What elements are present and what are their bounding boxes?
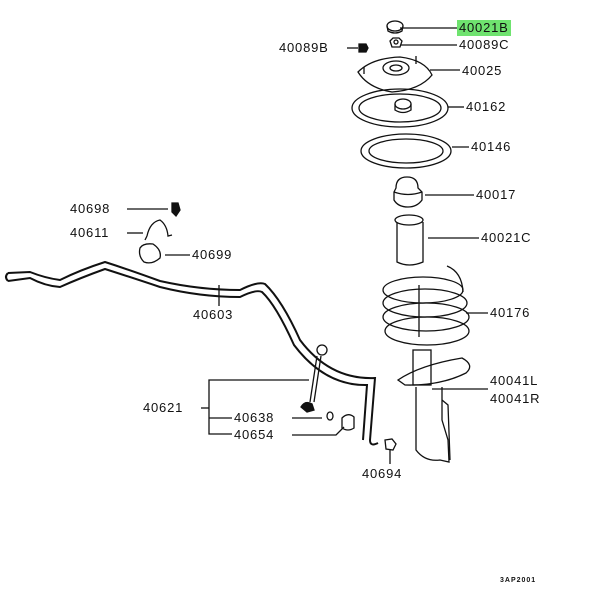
bushing-40654 (341, 414, 355, 431)
part-label-40021c[interactable]: 40021C (481, 230, 532, 245)
nut-40638 (326, 411, 334, 421)
part-label-40021b[interactable]: 40021B (457, 20, 511, 36)
diagram-code: 3AP2001 (500, 577, 537, 584)
part-label-40621[interactable]: 40621 (143, 400, 184, 415)
part-label-40638[interactable]: 40638 (234, 410, 275, 425)
nut-40694 (384, 438, 397, 451)
strut-assembly-40041 (396, 349, 471, 463)
part-label-40176[interactable]: 40176 (490, 305, 531, 320)
part-label-40611[interactable]: 40611 (70, 225, 110, 240)
stabilizer-bar-40603 (5, 260, 379, 446)
part-label-40698[interactable]: 40698 (70, 201, 111, 216)
part-label-40694[interactable]: 40694 (362, 466, 403, 481)
part-label-40025[interactable]: 40025 (462, 63, 503, 78)
nut-40089c (389, 37, 403, 48)
bearing-40162 (351, 88, 449, 128)
part-label-40603[interactable]: 40603 (193, 307, 234, 322)
part-label-40654[interactable]: 40654 (234, 427, 275, 442)
nut-40089b (358, 43, 369, 53)
part-label-40041r[interactable]: 40041R (490, 391, 541, 406)
part-label-40089b[interactable]: 40089B (279, 40, 329, 55)
part-label-40089c[interactable]: 40089C (459, 37, 510, 52)
part-label-40699[interactable]: 40699 (192, 247, 233, 262)
bushing-40699 (138, 243, 161, 264)
stabilizer-link-40621 (300, 344, 328, 413)
leader-lines (127, 27, 488, 464)
bump-stop-40017 (393, 176, 423, 208)
dust-boot-40021c (394, 214, 424, 266)
part-label-40162[interactable]: 40162 (466, 99, 507, 114)
bolt-40698 (171, 202, 181, 218)
seat-40146 (360, 133, 452, 169)
cap-40021b (386, 20, 404, 34)
strut-mount-40025 (357, 56, 433, 93)
bracket-40611 (144, 219, 173, 241)
part-label-40017[interactable]: 40017 (476, 187, 517, 202)
part-label-40041l[interactable]: 40041L (490, 373, 539, 388)
coil-spring-40176 (382, 265, 470, 346)
part-label-40146[interactable]: 40146 (471, 139, 512, 154)
